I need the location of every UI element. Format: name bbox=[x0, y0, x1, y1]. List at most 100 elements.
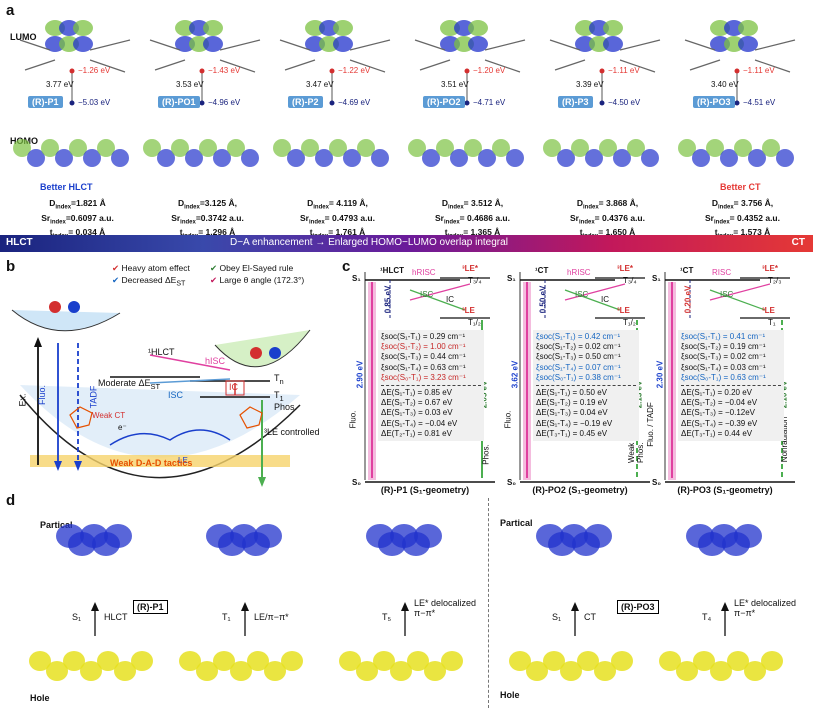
risc-label: hRISC bbox=[567, 268, 591, 277]
lumo-lobe bbox=[319, 20, 339, 36]
panel-d-divider bbox=[488, 498, 489, 708]
energy-gap-value: ΔE(S₁-T₃) = −0.12eV bbox=[681, 408, 755, 418]
hole-lobe bbox=[710, 661, 732, 681]
hole-lobe bbox=[543, 651, 565, 671]
hole-lobe bbox=[526, 661, 548, 681]
hole-lobe bbox=[264, 661, 286, 681]
fluo-type: Fluo. / TADF bbox=[645, 402, 655, 447]
hole-lobe bbox=[441, 651, 463, 671]
homo-lobe bbox=[13, 139, 31, 157]
molecule-bond bbox=[19, 39, 51, 51]
legend-el-sayed: ✔ Obey El-Sayed rule bbox=[210, 263, 294, 273]
nto-graphic bbox=[659, 524, 783, 681]
molecule-bond bbox=[619, 59, 656, 73]
homo-lobe bbox=[678, 139, 696, 157]
hole-lobe bbox=[424, 661, 446, 681]
homo-lobe bbox=[734, 139, 752, 157]
ic-label: IC bbox=[229, 382, 238, 392]
index-row: Dindex= 4.119 Å, bbox=[307, 198, 368, 211]
homo-energy: −5.03 eV bbox=[78, 98, 111, 107]
energy-gap-value: ΔE(S₁-T₂) = −0.04 eV bbox=[681, 398, 758, 408]
lumo-lobe bbox=[468, 20, 488, 36]
gap-energy: 3.51 eV bbox=[441, 80, 469, 89]
lumo-marker bbox=[734, 68, 740, 74]
hole-lobe bbox=[509, 651, 531, 671]
lumo-lobe bbox=[189, 20, 209, 36]
lumo-energy: −1.11 eV bbox=[608, 66, 640, 75]
le-label: LE bbox=[178, 456, 188, 465]
nto-graphic bbox=[509, 524, 633, 681]
moderate-est-label: Moderate ΔEST bbox=[98, 378, 161, 391]
hole-lobe bbox=[179, 651, 201, 671]
upper-state-label: ³LE* bbox=[617, 264, 633, 273]
transition-state: S₁ bbox=[72, 612, 82, 622]
lumo-lobe bbox=[710, 20, 730, 36]
ex-label: Ex. bbox=[17, 393, 28, 407]
ic-label: IC bbox=[601, 295, 609, 304]
soc-divider bbox=[536, 385, 636, 387]
homo-lobe bbox=[143, 139, 161, 157]
jablonski-schematic bbox=[11, 301, 311, 487]
lumo-lobe bbox=[575, 20, 595, 36]
homo-lobe bbox=[41, 139, 59, 157]
energy-gap-value: ΔE(T₂-T₁) = 0.81 eV bbox=[381, 428, 452, 438]
molecule-orbital-graphic bbox=[543, 20, 661, 167]
homo-lobe bbox=[97, 139, 115, 157]
energy-gap-value: ΔE(S₁-T₁) = 0.85 eV bbox=[381, 388, 452, 398]
homo-lobe bbox=[227, 139, 245, 157]
molecule-bond bbox=[619, 39, 661, 51]
molecule-orbital-graphic bbox=[273, 20, 391, 167]
ic-label: IC bbox=[446, 295, 454, 304]
homo-marker bbox=[599, 100, 605, 106]
lumo-lobe bbox=[454, 36, 474, 52]
index-row: Srindex=0.6097 a.u. bbox=[41, 212, 114, 226]
lower-state-sub: T₁/₂ bbox=[468, 318, 481, 327]
soc-divider bbox=[681, 385, 781, 387]
lumo-lobe bbox=[59, 20, 79, 36]
molecule-note: Better CT bbox=[720, 182, 761, 192]
hole-lobe bbox=[63, 651, 85, 671]
lumo-marker bbox=[329, 68, 335, 74]
homo-lobe bbox=[301, 139, 319, 157]
gap-energy: 3.40 eV bbox=[711, 80, 739, 89]
index-row: Dindex= 3.756 Å, bbox=[711, 198, 774, 211]
homo-lobe bbox=[357, 139, 375, 157]
risc-arrow bbox=[709, 283, 771, 301]
homo-marker bbox=[69, 100, 75, 106]
hole-lobe bbox=[390, 661, 412, 681]
molecule-bond bbox=[284, 59, 316, 71]
hole-lobe bbox=[46, 661, 68, 681]
molecule-bond bbox=[684, 39, 716, 51]
hole-lobe bbox=[577, 651, 599, 671]
hole-lobe bbox=[339, 651, 361, 671]
homo-lobe bbox=[571, 139, 589, 157]
lumo-energy: −1.26 eV bbox=[78, 66, 111, 75]
homo-lobe bbox=[69, 139, 87, 157]
upper-state-sub: T₃/₄ bbox=[623, 276, 637, 285]
molecule-bond bbox=[349, 39, 391, 51]
soc-value: ξsoc(S₀-T₁) = 3.23 cm⁻¹ bbox=[381, 372, 466, 382]
transition-state: T₄ bbox=[702, 612, 712, 622]
homo-lobe bbox=[343, 149, 361, 167]
homo-lobe bbox=[371, 149, 389, 167]
lumo-lobe bbox=[189, 36, 209, 52]
le-controlled-label: ³LE controlled bbox=[264, 427, 320, 437]
molecule-bond bbox=[89, 59, 126, 73]
homo-lobe bbox=[599, 139, 617, 157]
molecule-orbital-graphic bbox=[678, 20, 796, 167]
hole-lobe bbox=[247, 651, 269, 671]
index-row: Srindex= 0.4376 a.u. bbox=[570, 212, 645, 226]
molecule-bond bbox=[349, 59, 386, 73]
energy-gap-value: ΔE(S₁-T₂) = 0.67 eV bbox=[381, 398, 453, 408]
homo-lobe bbox=[613, 149, 631, 167]
homo-lobe bbox=[436, 139, 454, 157]
lumo-energy: −1.43 eV bbox=[208, 66, 241, 75]
lumo-lobe bbox=[73, 20, 93, 36]
homo-energy: −4.50 eV bbox=[608, 98, 641, 107]
